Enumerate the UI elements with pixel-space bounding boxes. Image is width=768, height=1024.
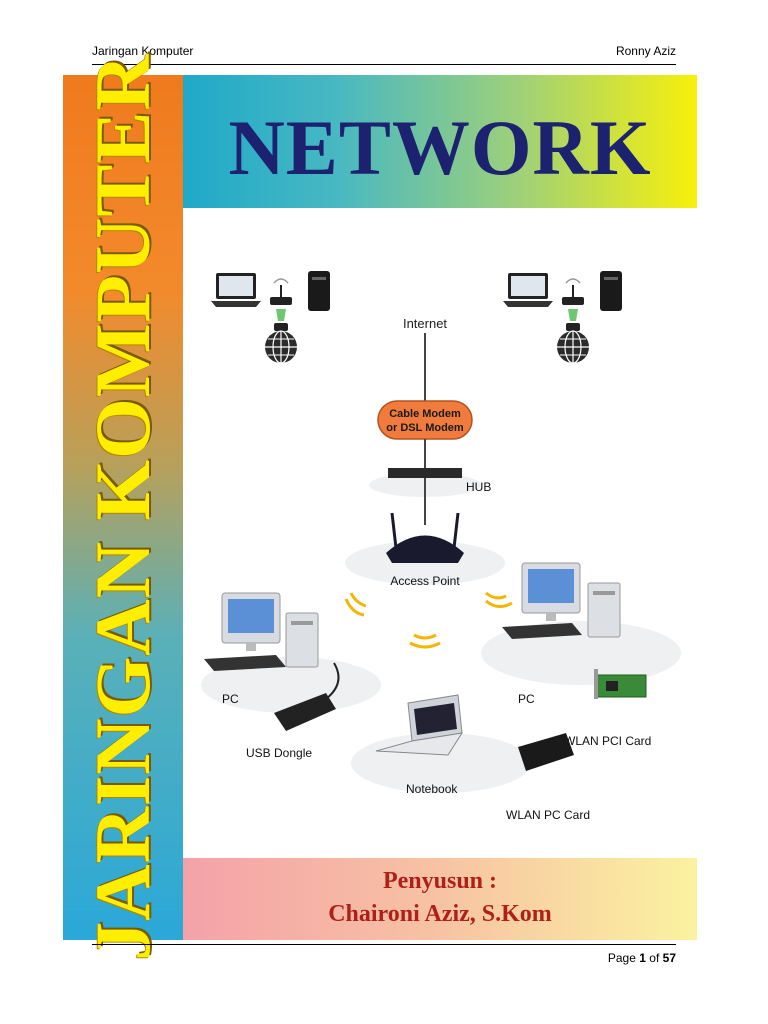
title-banner: NETWORK [183, 75, 697, 208]
access-point-icon [386, 535, 464, 563]
footer-rule [92, 944, 676, 945]
usb-dongle-icon [274, 693, 336, 731]
page-current: 1 [639, 951, 646, 965]
header-rule [92, 64, 676, 65]
page-of: of [649, 951, 660, 965]
header-left: Jaringan Komputer [92, 44, 194, 58]
author-name: Chaironi Aziz, S.Kom [328, 901, 552, 927]
modem-label-2: or DSL Modem [386, 422, 464, 434]
page-prefix: Page [607, 951, 636, 965]
page-total: 57 [662, 951, 676, 965]
wlan-pc-card-icon [518, 733, 574, 771]
laptop-topright-icon [503, 273, 553, 307]
banner-title: NETWORK [228, 104, 652, 191]
cover: JARINGAN KOMPUTER NETWORK [63, 53, 697, 961]
laptop-topleft-icon [211, 273, 261, 307]
wlan-pci-label: WLAN PCI Card [564, 734, 651, 748]
signal-icons [344, 591, 513, 649]
notebook-label: Notebook [406, 782, 458, 796]
notebook-icon [375, 694, 464, 756]
page-number: Page 1 of 57 [608, 951, 676, 965]
pc-left-icon [204, 592, 319, 671]
hub-icon [388, 468, 462, 478]
router-topright-icon [562, 278, 584, 331]
router-topleft-icon [270, 278, 292, 331]
pc-right-icon [502, 562, 621, 639]
wlan-pc-label: WLAN PC Card [506, 808, 590, 822]
pc-tower-topright-icon [600, 271, 622, 311]
internet-label: Internet [403, 316, 447, 331]
ap-label: Access Point [390, 574, 460, 588]
pc-tower-topleft-icon [308, 271, 330, 311]
author-label: Penyusun : [382, 868, 498, 894]
pc-left-platform [201, 657, 381, 713]
network-diagram: Internet Cable Modem or DSL Modem HUB Ac… [201, 271, 681, 822]
usb-label: USB Dongle [246, 746, 312, 760]
pc-right-label: PC [518, 692, 535, 706]
globe-topleft-icon [265, 330, 297, 364]
wlan-pci-card-icon [594, 669, 647, 699]
spine-title: JARINGAN KOMPUTER [79, 53, 166, 961]
author-banner: Penyusun : Chaironi Aziz, S.Kom [183, 858, 697, 940]
hub-label: HUB [466, 480, 491, 494]
pc-left-label: PC [222, 692, 239, 706]
spine: JARINGAN KOMPUTER [63, 53, 183, 961]
modem-label-1: Cable Modem [389, 408, 461, 420]
globe-topright-icon [557, 330, 589, 364]
header-right: Ronny Aziz [615, 44, 676, 58]
